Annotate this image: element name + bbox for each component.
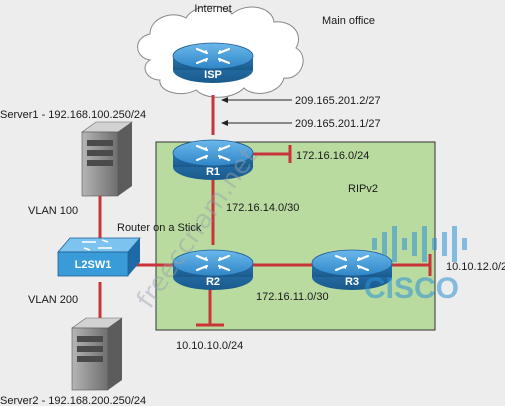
router-isp[interactable]: ISP	[171, 41, 255, 85]
r1-r2-address: 172.16.14.0/30	[226, 202, 299, 214]
isp-label: ISP	[204, 69, 222, 81]
r3-lan-address: 10.10.12.0/24	[446, 261, 505, 273]
vlan-100-label: VLAN 100	[28, 205, 78, 217]
server-icon	[81, 121, 133, 197]
r1-side-address: 209.165.201.1/27	[295, 118, 381, 130]
arrow-isp-address	[221, 97, 292, 103]
cisco-wordmark: CISCO	[364, 272, 459, 305]
router-r2[interactable]: R2	[171, 248, 255, 292]
r1-label: R1	[206, 166, 220, 178]
vlan-200-label: VLAN 200	[28, 294, 78, 306]
server-icon	[71, 317, 123, 391]
router-r3[interactable]: R3	[310, 248, 394, 292]
r2-label: R2	[206, 276, 220, 288]
cisco-logo: CISCO	[364, 226, 467, 305]
l2sw1-label: L2SW1	[75, 259, 112, 271]
server1-label: Server1 - 192.168.100.250/24	[0, 109, 146, 121]
internet-label: Internet	[194, 3, 231, 15]
server2-label: Server2 - 192.168.200.250/24	[0, 395, 146, 406]
server-2[interactable]	[71, 317, 123, 391]
arrow-r1-address	[221, 120, 292, 126]
router-r1[interactable]: R1	[171, 138, 255, 182]
r2-r3-address: 172.16.11.0/30	[256, 291, 329, 303]
isp-side-address: 209.165.201.2/27	[295, 95, 381, 107]
switch-l2sw1[interactable]: L2SW1	[57, 237, 141, 277]
router-on-stick-label: Router on a Stick	[117, 222, 202, 234]
ripv2-label: RIPv2	[348, 183, 378, 195]
switch-icon	[57, 237, 141, 277]
r2-lan-address: 10.10.10.0/24	[176, 340, 243, 352]
page-title: Main office	[322, 15, 375, 27]
r1-lan-address: 172.16.16.0/24	[296, 150, 369, 162]
server-1[interactable]	[81, 121, 133, 197]
r3-label: R3	[345, 276, 359, 288]
